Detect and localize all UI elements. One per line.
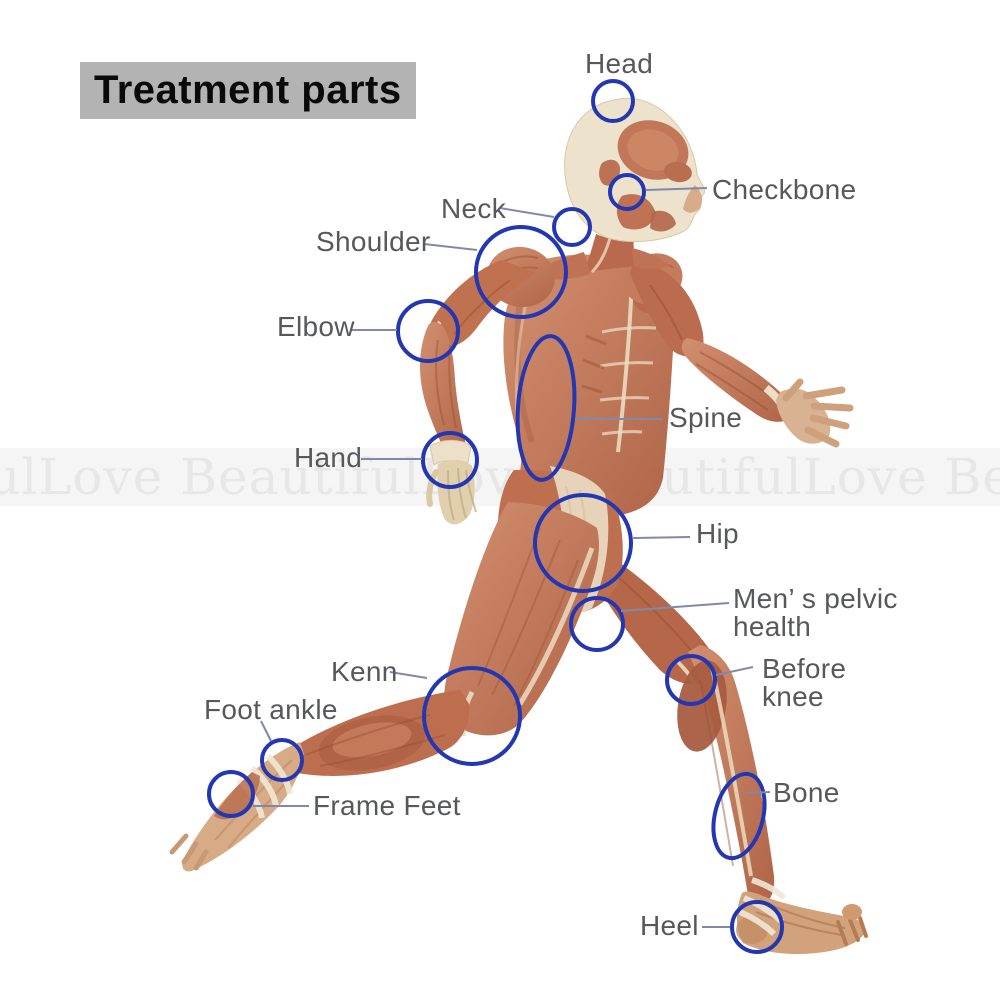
annotation-circles	[207, 79, 784, 954]
label-shoulder: Shoulder	[316, 226, 431, 257]
label-kenn: Kenn	[331, 656, 398, 687]
label-pelvic-health: Men’ s pelvic health	[733, 585, 898, 641]
label-pelvic-line2: health	[733, 611, 812, 642]
leader-lines	[253, 187, 771, 928]
label-heel: Heel	[640, 910, 699, 941]
label-checkbone: Checkbone	[712, 174, 857, 205]
right-arm	[623, 253, 854, 448]
shoulder-circle	[474, 225, 568, 319]
checkbone-leader-line	[645, 187, 708, 191]
hand-circle	[421, 431, 479, 489]
label-before-knee-line1: Before	[762, 653, 847, 684]
head-circle	[591, 79, 635, 123]
label-neck: Neck	[441, 193, 506, 224]
left-arm	[419, 246, 555, 525]
neck-circle	[552, 207, 592, 247]
neck-leader-line	[499, 207, 555, 218]
watermark-text: ulLove BeautifulLove BeautifulLove Beaut…	[0, 448, 1000, 506]
pelvic-leader-line	[620, 602, 730, 612]
bone-ellipse	[711, 771, 767, 861]
hip-circle	[533, 493, 633, 593]
kenn-leader-line	[389, 671, 428, 679]
frame-feet-circle	[207, 770, 255, 818]
label-bone: Bone	[773, 777, 840, 808]
page-title: Treatment parts	[94, 68, 402, 112]
label-hand: Hand	[294, 442, 363, 473]
knee-circle	[422, 666, 522, 766]
pelvic-circle	[569, 596, 625, 652]
shoulder-leader-line	[423, 243, 478, 251]
label-spine: Spine	[669, 402, 743, 433]
title-banner: Treatment parts	[80, 62, 416, 119]
label-before-knee: Before knee	[762, 655, 846, 711]
elbow-circle	[396, 299, 460, 363]
before-knee-circle	[665, 654, 717, 706]
label-before-knee-line2: knee	[762, 681, 824, 712]
label-frame-feet: Frame Feet	[313, 790, 461, 821]
label-foot-ankle: Foot ankle	[204, 694, 338, 725]
front-leg	[169, 502, 600, 872]
label-elbow: Elbow	[277, 311, 355, 342]
spine-ellipse	[515, 334, 577, 482]
watermark-band: ulLove BeautifulLove BeautifulLove Beaut…	[0, 448, 1000, 506]
bone-leader-line	[746, 791, 771, 794]
label-head: Head	[585, 48, 654, 79]
checkbone-circle	[608, 173, 646, 211]
foot-ankle-leader-line	[260, 720, 272, 742]
hip-leader-line	[631, 536, 691, 539]
label-hip: Hip	[696, 518, 739, 549]
label-pelvic-line1: Men’ s pelvic	[733, 583, 898, 614]
head	[526, 97, 706, 280]
before-knee-leader-line	[715, 666, 754, 676]
foot-ankle-circle	[260, 738, 304, 782]
heel-circle	[730, 900, 784, 954]
